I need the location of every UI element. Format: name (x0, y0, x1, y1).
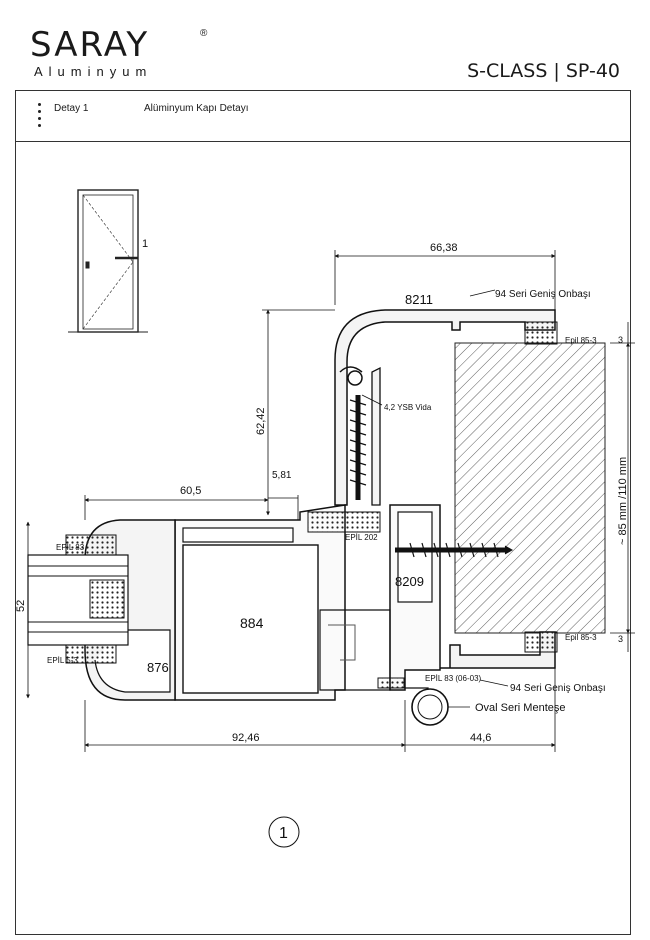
lock-chamber (319, 609, 391, 691)
label-epil-53: EPİL 5-3 (47, 656, 78, 665)
brand-name: SARAY (30, 25, 150, 65)
detail-header: Detay 1 Alüminyum Kapı Detayı (16, 91, 630, 142)
hinge-icon (405, 687, 449, 726)
chamber-884 (182, 544, 319, 694)
dim-85-110: ~ 85 mm /110 mm (617, 457, 629, 545)
dim-3-bottom: 3 (618, 634, 623, 644)
gasket-epil-83-bottom (377, 677, 405, 689)
gasket-top (524, 321, 558, 345)
dimension-lines (26, 250, 635, 752)
label-epil-83: EPİL 83 (56, 543, 85, 552)
dim-605: 60,5 (180, 485, 201, 497)
series-title: S-CLASS | SP-40 (467, 60, 620, 82)
inner-leg (371, 366, 381, 506)
chamber-884-top (182, 527, 294, 543)
registered-mark: ® (200, 28, 208, 39)
label-8211: 8211 (405, 292, 433, 307)
label-8209: 8209 (395, 574, 424, 589)
door-marker-label: 1 (142, 238, 148, 250)
brand-logo: SARAY ® Aluminyum (30, 25, 207, 79)
clip-c (339, 366, 363, 373)
label-884: 884 (240, 615, 264, 631)
drawing-frame: Detay 1 Alüminyum Kapı Detayı (15, 90, 631, 935)
clip-c-ring (347, 370, 363, 386)
label-hinge: Oval Seri Menteşe (475, 702, 565, 714)
chamber-8209 (397, 511, 433, 603)
dim-6638: 66,38 (430, 242, 458, 254)
screw-horizontal (395, 542, 514, 558)
dim-446: 44,6 (470, 732, 491, 744)
brand-subtitle: Aluminyum (34, 64, 153, 79)
label-onbasi-top: 94 Seri Geniş Onbaşı (495, 289, 591, 300)
lock-detail (328, 624, 356, 661)
gasket-epil-202 (307, 511, 381, 533)
label-epil-202: EPİL 202 (345, 533, 378, 542)
label-876: 876 (147, 660, 169, 675)
screw-top (349, 395, 367, 500)
label-epil-83-0603: EPİL 83 (06-03) (425, 674, 482, 683)
dim-3-top: 3 (618, 335, 623, 345)
dim-52: 52 (15, 600, 27, 612)
bullet-dots-icon (38, 103, 42, 131)
label-epil-853-top: Epil 85-3 (565, 336, 597, 345)
wall-block (454, 342, 606, 634)
detail-title: Alüminyum Kapı Detayı (144, 103, 249, 114)
glazing-unit (27, 534, 129, 664)
label-onbasi-bottom: 94 Seri Geniş Onbaşı (510, 683, 606, 694)
label-epil-853-bottom: Epil 85-3 (565, 633, 597, 642)
detail-label: Detay 1 (54, 103, 89, 114)
dim-9246: 92,46 (232, 732, 260, 744)
detail-number: 1 (279, 825, 288, 842)
dim-6242: 62,42 (255, 407, 267, 435)
dim-581: 5,81 (272, 470, 292, 481)
gasket-bottom (524, 631, 558, 653)
door-elevation-icon (68, 189, 148, 333)
detail-number-circle (268, 816, 300, 848)
label-screw: 4,2 YSB Vida (384, 403, 432, 412)
